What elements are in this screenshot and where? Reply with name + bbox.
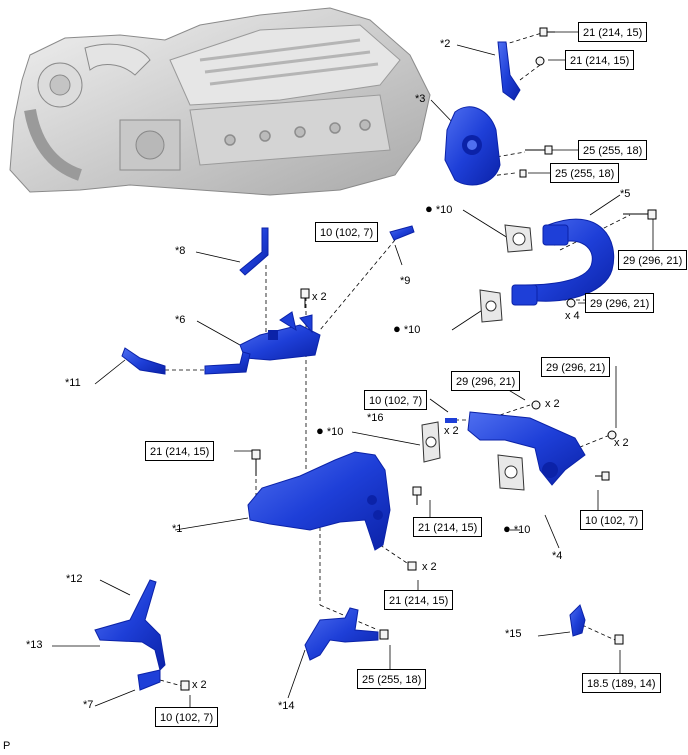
bolt-icon-1a	[251, 449, 261, 476]
engine-illustration	[9, 7, 431, 196]
part-label-1: *1	[172, 523, 183, 535]
part-gasket-10c	[421, 421, 441, 463]
bolt-icon-15	[614, 634, 624, 645]
part-label-10c-text: *10	[326, 426, 344, 438]
part-manifold-bracket-1	[247, 451, 391, 551]
part-pipe-9	[389, 225, 415, 241]
torque-box-7: 10 (102, 7)	[155, 707, 219, 727]
bolt-icon-14	[379, 629, 389, 640]
alignment-lines	[159, 31, 631, 687]
part-label-2: *2	[440, 38, 451, 50]
torque-box-1a: 21 (214, 15)	[145, 441, 215, 461]
part-gasket-10a	[504, 224, 533, 253]
torque-box-3a: 25 (255, 18)	[578, 140, 648, 160]
fasteners	[180, 27, 657, 691]
part-exhaust-manifold-4	[467, 411, 586, 486]
bullet-icon: ●	[503, 521, 511, 536]
part-pipe-14	[304, 607, 379, 661]
part-label-11: *11	[65, 377, 81, 389]
part-label-7: *7	[83, 699, 94, 711]
bolt-icon-1c	[407, 561, 417, 571]
torque-box-5b: 29 (296, 21)	[585, 293, 655, 313]
part-label-8: *8	[175, 245, 186, 257]
part-label-10b: ●*10	[393, 321, 421, 336]
torque-box-15: 18.5 (189, 14)	[582, 673, 661, 693]
bolt-icon-1b	[412, 486, 422, 505]
part-label-10b-text: *10	[403, 324, 421, 336]
qty-4b: x 2	[614, 437, 629, 449]
part-label-4: *4	[552, 550, 563, 562]
torque-box-16: 10 (102, 7)	[364, 390, 428, 410]
torque-box-1c: 21 (214, 15)	[384, 590, 454, 610]
torque-box-4c: 10 (102, 7)	[580, 510, 644, 530]
part-label-10d-text: *10	[513, 524, 531, 536]
bolt-icon-4c	[595, 471, 610, 481]
part-gasket-10b	[479, 289, 503, 323]
bullet-icon: ●	[425, 201, 433, 216]
part-label-10a: ●*10	[425, 201, 453, 216]
bullet-icon: ●	[316, 423, 324, 438]
torque-box-6: 10 (102, 7)	[315, 222, 379, 242]
qty-6: x 2	[312, 291, 327, 303]
bolt-icon-3b	[519, 169, 527, 178]
part-label-14: *14	[278, 700, 295, 712]
qty-1: x 2	[422, 561, 437, 573]
bolt-icon-7	[180, 680, 190, 691]
part-hose-12-13	[94, 579, 166, 691]
part-bracket-6	[239, 311, 321, 361]
leader-lines	[52, 31, 654, 708]
torque-box-4b: 29 (296, 21)	[541, 357, 611, 377]
part-label-15: *15	[505, 628, 522, 640]
part-label-9: *9	[400, 275, 411, 287]
bolt-icon-5	[623, 209, 657, 220]
bullet-icon: ●	[393, 321, 401, 336]
bolt-icon-2a	[539, 27, 555, 37]
corner-mark: P	[3, 740, 11, 752]
part-egr-cooler-3	[444, 106, 501, 186]
qty-4a: x 2	[545, 398, 560, 410]
torque-box-3b: 25 (255, 18)	[550, 163, 620, 183]
part-label-12: *12	[66, 573, 83, 585]
part-egr-pipe-16	[445, 418, 457, 423]
part-egr-bracket-2	[497, 41, 521, 101]
torque-box-4a: 29 (296, 21)	[451, 371, 521, 391]
part-gasket-10d	[497, 454, 525, 491]
part-pipe-8	[239, 227, 269, 276]
bolt-icon-6	[300, 288, 310, 308]
part-pipe-11	[121, 347, 251, 375]
part-label-10d: ●*10	[503, 521, 531, 536]
torque-box-2b: 21 (214, 15)	[565, 50, 635, 70]
qty-7: x 2	[192, 679, 207, 691]
part-label-10c: ●*10	[316, 423, 344, 438]
qty-5: x 4	[565, 310, 580, 322]
torque-box-1b: 21 (214, 15)	[413, 517, 483, 537]
torque-box-5a: 29 (296, 21)	[618, 250, 688, 270]
torque-box-14: 25 (255, 18)	[357, 669, 427, 689]
bolt-icon-3a	[525, 145, 553, 155]
part-exhaust-pipe-5	[511, 218, 615, 306]
torque-box-2a: 21 (214, 15)	[578, 22, 648, 42]
nut-icon-5	[566, 298, 576, 308]
part-label-10a-text: *10	[435, 204, 453, 216]
part-label-3: *3	[415, 93, 426, 105]
nut-icon-4b	[607, 430, 617, 440]
part-label-16: *16	[367, 412, 384, 424]
nut-icon-2b	[535, 56, 545, 66]
nut-icon-4a	[531, 400, 541, 410]
part-label-5: *5	[620, 188, 631, 200]
qty-16: x 2	[444, 425, 459, 437]
part-label-13: *13	[26, 639, 43, 651]
part-bracket-15	[569, 604, 586, 637]
part-label-6: *6	[175, 314, 186, 326]
